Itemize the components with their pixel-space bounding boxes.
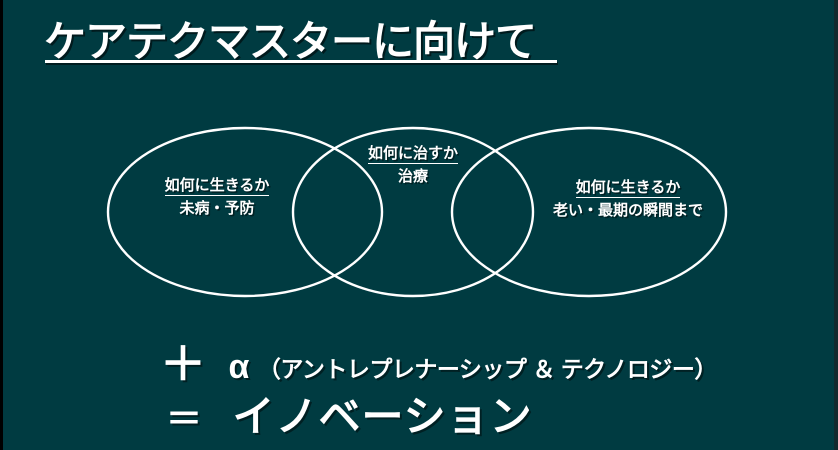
slide-right-edge-band — [834, 0, 838, 450]
result-text: イノベーション — [232, 393, 533, 440]
venn-label-left: 如何に生きるか 未病・予防 — [122, 176, 312, 219]
page-title: ケアテクマスターに向けて — [44, 18, 537, 65]
venn-label-right-heading: 如何に生きるか — [575, 178, 681, 199]
equation-result: ＝ イノベーション — [166, 383, 533, 444]
alpha-detail-text: （アントレプレナーシップ ＆ テクノロジー） — [257, 356, 718, 382]
venn-label-middle-heading: 如何に治すか — [367, 144, 458, 165]
plus-sign: ＋ — [160, 338, 206, 390]
page-title-underline — [45, 60, 557, 63]
equation-plus-alpha: ＋ α （アントレプレナーシップ ＆ テクノロジー） — [160, 328, 717, 394]
slide-left-edge-band — [0, 0, 3, 450]
alpha-symbol: α — [228, 348, 250, 386]
venn-label-middle: 如何に治すか 治療 — [338, 144, 488, 187]
venn-label-middle-subtext: 治療 — [397, 168, 428, 186]
venn-label-left-heading: 如何に生きるか — [164, 176, 270, 197]
venn-label-right-subtext: 老い・最期の瞬間まで — [552, 202, 703, 220]
venn-label-left-subtext: 未病・予防 — [179, 200, 255, 218]
equals-sign: ＝ — [166, 398, 203, 439]
venn-label-right: 如何に生きるか 老い・最期の瞬間まで — [528, 178, 728, 221]
